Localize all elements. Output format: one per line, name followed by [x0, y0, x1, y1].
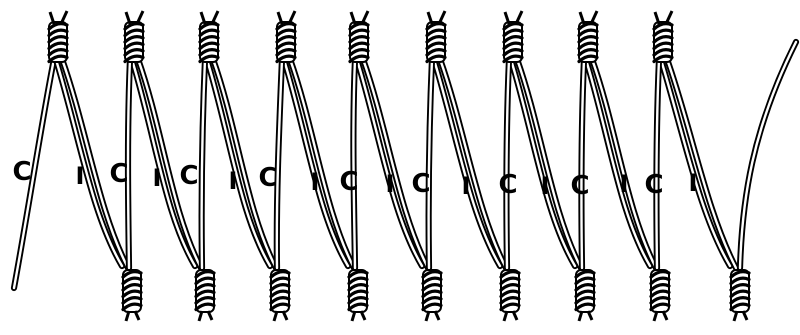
label-c: C [339, 169, 358, 195]
label-c: C [12, 159, 31, 185]
top-twist [200, 11, 218, 62]
vertical-wire [581, 59, 584, 268]
top-twist [350, 11, 368, 62]
label-i: I [620, 172, 629, 196]
diagonal-wire [517, 59, 581, 268]
diagonal-wire [290, 59, 354, 268]
bottom-twist [651, 270, 669, 321]
top-twist [277, 11, 295, 62]
vertical-wire [353, 59, 355, 268]
diagonal-wire [363, 59, 428, 268]
bottom-twist [123, 270, 141, 321]
bottom-twist [423, 270, 441, 321]
top-twist [427, 11, 445, 62]
top-twist [504, 11, 522, 62]
bottom-twist [731, 270, 749, 321]
bottom-twist [349, 270, 367, 321]
label-c: C [498, 172, 517, 198]
label-i: I [462, 174, 471, 198]
diagonal-wire [667, 59, 736, 268]
label-i: I [386, 172, 395, 196]
top-twist [49, 11, 67, 62]
label-c: C [644, 172, 663, 198]
label-i: I [311, 170, 320, 194]
top-twist [654, 11, 672, 62]
label-i: I [76, 164, 85, 188]
label-c: C [570, 173, 589, 199]
label-i: I [229, 169, 238, 193]
label-i: I [153, 166, 162, 190]
bottom-twist [271, 270, 289, 321]
bottom-twist [576, 270, 594, 321]
diagonal-wire [592, 59, 656, 268]
label-i: I [541, 174, 550, 198]
vertical-wire [277, 59, 282, 268]
diagonal-wire [440, 59, 506, 268]
label-c: C [258, 165, 277, 191]
vertical-wire [202, 59, 205, 268]
top-twist [579, 11, 597, 62]
label-c: C [411, 171, 430, 197]
label-i: I [689, 171, 698, 195]
label-c: C [179, 163, 198, 189]
bottom-twist [501, 270, 519, 321]
free-wire-end-right [740, 42, 796, 268]
bottom-twist [196, 270, 214, 321]
vertical-wire [429, 59, 432, 268]
vertical-wire [656, 59, 659, 268]
top-twist [125, 11, 143, 62]
vertical-wire [506, 59, 509, 268]
label-c: C [109, 161, 128, 187]
